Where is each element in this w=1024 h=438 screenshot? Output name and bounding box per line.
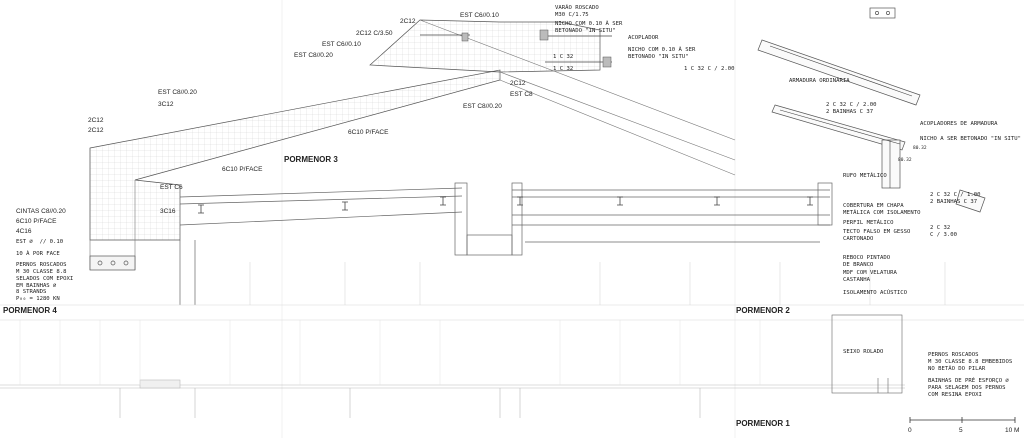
p2-label-dim-b: 80.32 (913, 146, 927, 151)
p3-label-acoplador: ACOPLADOR (628, 35, 659, 41)
p2-label-2c32-200: 2 C 32 C / 2.00 2 BAINHAS C 37 (826, 102, 877, 115)
scale-label-0: 0 (908, 427, 912, 434)
p2-label-acopladores: ACOPLADORES DE ARMADURA (920, 121, 998, 127)
detail-title-4: PORMENOR 4 (3, 306, 57, 315)
p3-label-est-c6-a: EST C6//0.10 (322, 41, 361, 48)
p3-label-2c12-top: 2C12 (400, 18, 416, 25)
p1-label-seixo: SEIXO ROLADO (843, 349, 884, 355)
p2-label-armadura: ARMADURA ORDINÁRIA (789, 78, 850, 84)
p1-label-cobertura: COBERTURA EM CHAPA METÁLICA COM ISOLAMEN… (843, 203, 921, 216)
scale-label-5: 5 (959, 427, 963, 434)
p4-label-6c10-face: 6C10 P/FACE (222, 166, 263, 173)
p2-label-nicho: NICHO A SER BETONADO "IN SITU" (920, 136, 1022, 142)
p1-label-reboco: REBOCO PINTADO DE BRANCO (843, 255, 891, 268)
wall-panels (0, 262, 1024, 321)
p4-label-4c16: 4C16 (16, 228, 32, 235)
detail-title-1: PORMENOR 1 (736, 419, 790, 428)
p1-label-isolamento: ISOLAMENTO ACÚSTICO (843, 290, 907, 296)
roof-outer-lines (89, 19, 736, 270)
foundation-band (0, 314, 905, 418)
slab-section (179, 182, 833, 305)
p1-label-rufo: RUFO METÁLICO (843, 173, 887, 179)
p4-label-6c10: 6C10 P/FACE (16, 218, 57, 225)
p3-label-varao: VARÃO ROSCADO M30 C/1.75 (555, 5, 599, 18)
rebar-lines (420, 34, 612, 63)
p4-label-2c12-a: 2C12 (88, 117, 104, 124)
p4-label-est-c8: EST C8//0.20 (158, 89, 197, 96)
bearing-plate-left (89, 255, 136, 271)
foundation-verticals (19, 320, 761, 385)
p3-label-nicho-a: NICHO COM 0.10 À SER BETONADO "IN SITU" (555, 21, 623, 34)
p4-label-2c12-b: 2C12 (88, 127, 104, 134)
p3-label-1c32-b: 1 C 32 (553, 66, 574, 72)
p4-label-est: EST ∅ // 0.10 (16, 239, 64, 245)
p4-label-3c16: 3C16 (160, 208, 176, 215)
detail-title-2: PORMENOR 2 (736, 306, 790, 315)
p3-label-est-c8: EST C8//0.20 (294, 52, 333, 59)
sheet-dividers (281, 0, 736, 438)
p1-label-tecto: TECTO FALSO EM GESSO CARTONADO (843, 229, 911, 242)
p3-label-2c12-350: 2C12 C/3.50 (356, 30, 393, 37)
p3-label-1c32-200: 1 C 32 C / 2.00 (684, 66, 735, 72)
p3-label-2c12-bottom: 2C12 (510, 80, 526, 87)
p3-label-nicho-b: NICHO COM 0.10 À SER BETONADO "IN SITU" (628, 47, 696, 60)
scale-label-10: 10 M (1005, 427, 1020, 434)
p3-label-est-c8-bottom: EST C8 (510, 91, 533, 98)
p4-label-strands: 8 STRANDS P₀₀ = 1280 KN (16, 289, 60, 302)
p3-label-6c10: 6C10 P/FACE (348, 129, 389, 136)
detail-2-rebar (769, 45, 913, 188)
couplers (461, 29, 612, 68)
p4-label-3c12: 3C12 (158, 101, 174, 108)
scale-bar (909, 417, 1016, 423)
p4-label-est-c6: EST C6 (160, 184, 183, 191)
detail-title-3: PORMENOR 3 (284, 155, 338, 164)
p4-label-pernos: PERNOS ROSCADOS M 30 CLASSE 8.8 SELADOS … (16, 262, 74, 289)
detail-2-beam (757, 39, 986, 213)
p1-label-pernos: PERNOS ROSCADOS M 30 CLASSE 8.8 EMBEBIDO… (928, 352, 1013, 372)
p1-label-perfil: PERFIL METÁLICO (843, 220, 894, 226)
p1-label-mdf: MDF COM VELATURA CASTANHA (843, 270, 897, 283)
p3-label-est-c6-b: EST C6//0.10 (460, 12, 499, 19)
p2-label-dim-a: 80.32 (898, 158, 912, 163)
p1-label-bainhas: BAINHAS DE PRÉ ESFORÇO ∅ PARA SELAGEM DO… (928, 378, 1009, 398)
steel-profiles (198, 196, 813, 214)
p4-label-cintas: CINTAS C8//0.20 (16, 208, 66, 215)
p3-label-est-c8-020: EST C8//0.20 (463, 103, 502, 110)
p2-label-2c32-100: 2 C 32 C / 1.00 2 BAINHAS C 37 (930, 192, 981, 205)
bearing-plate-top (869, 7, 896, 19)
p2-label-2c32-300: 2 C 32 C / 3.00 (930, 225, 957, 238)
p3-label-1c32-a: 1 C 32 (553, 54, 574, 60)
p4-label-10-por-face: 10 À POR FACE (16, 251, 60, 257)
